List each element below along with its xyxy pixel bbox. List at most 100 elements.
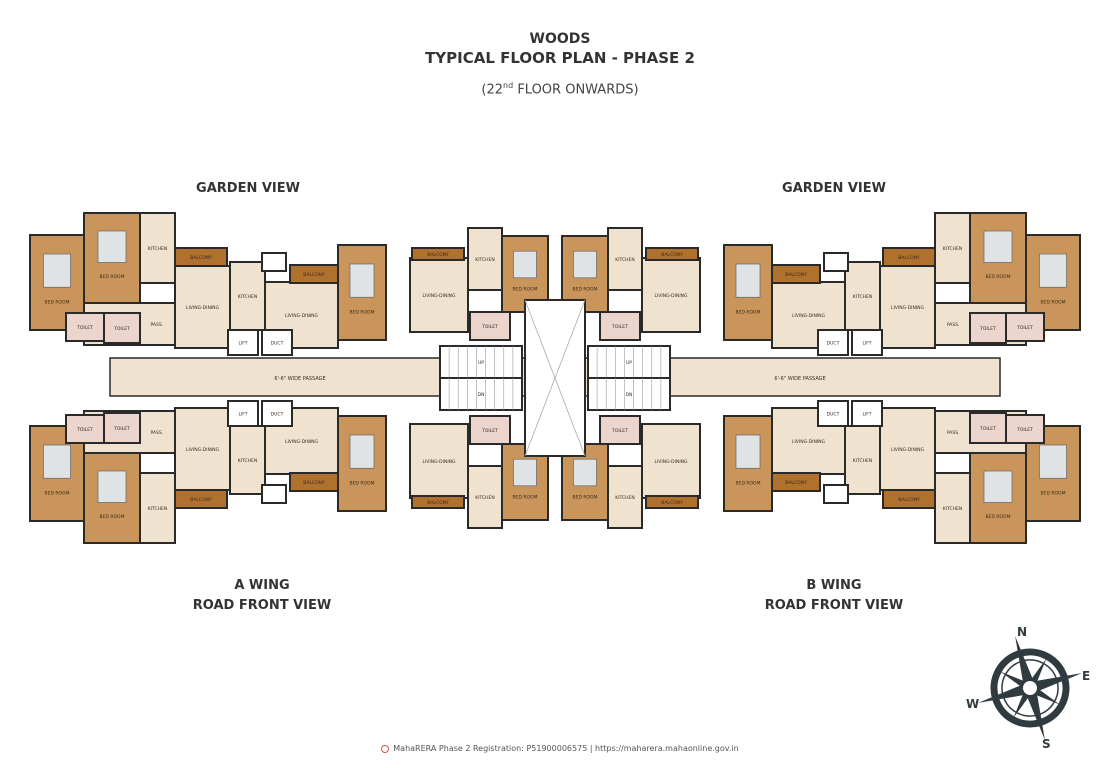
room-label: UP	[478, 360, 484, 366]
room-label: TOILET	[1016, 427, 1033, 433]
room-label: TOILET	[611, 324, 628, 330]
room-toilet	[599, 311, 641, 341]
room-kitchen	[844, 425, 881, 495]
room-label: BED ROOM	[573, 495, 598, 501]
subtitle-sup: nd	[503, 81, 514, 90]
b-wing-label: B WING ROAD FRONT VIEW	[724, 576, 944, 616]
room-balcony	[411, 247, 465, 261]
room-label: TOILET	[1016, 325, 1033, 331]
room-label: PASS.	[947, 322, 960, 328]
room-label: TOILET	[481, 428, 498, 434]
project-name: WOODS	[529, 31, 591, 47]
room-kitchen	[467, 465, 503, 529]
b-wing-road-view: ROAD FRONT VIEW	[764, 598, 904, 613]
room-duct	[823, 484, 849, 504]
room-label: BED ROOM	[573, 287, 598, 293]
room-duct	[817, 400, 849, 427]
bed-icon	[97, 230, 127, 263]
room-label: BALCONY	[427, 252, 449, 258]
garden-view-right-label: GARDEN VIEW	[782, 181, 886, 196]
passage-label-b: 6'-6" WIDE PASSAGE	[774, 376, 825, 382]
room-kitchen	[934, 212, 971, 284]
room-label: BED ROOM	[986, 514, 1011, 520]
compass-w: W	[966, 697, 979, 711]
room-label: BED ROOM	[45, 299, 70, 305]
room-label: LIVING-DINING	[422, 293, 456, 299]
room-balcony	[645, 247, 699, 261]
room-label: LIFT	[238, 341, 247, 347]
bed-icon	[983, 230, 1013, 263]
room-label: BED ROOM	[513, 495, 538, 501]
subtitle-suffix: FLOOR ONWARDS)	[513, 82, 639, 98]
room-label: KITCHEN	[148, 506, 168, 512]
room-living	[641, 423, 701, 499]
compass-e: E	[1082, 669, 1090, 683]
room-label: LIVING-DINING	[285, 313, 319, 319]
room-label: BED ROOM	[986, 274, 1011, 280]
room-toilet	[969, 312, 1007, 344]
room-label: LIVING-DINING	[285, 439, 319, 445]
bed-icon	[97, 470, 127, 503]
room-toilet	[103, 312, 141, 344]
room-lift	[227, 329, 259, 356]
room-label: BALCONY	[303, 480, 325, 486]
room-living	[641, 257, 701, 333]
bed-icon	[735, 263, 761, 298]
room-label: TOILET	[611, 428, 628, 434]
bed-icon	[1039, 253, 1067, 288]
b-wing-name: B WING	[806, 578, 862, 593]
room-kitchen	[607, 227, 643, 291]
room-duct	[261, 400, 293, 427]
room-label: BED ROOM	[350, 309, 375, 315]
room-label: KITCHEN	[853, 294, 873, 300]
room-label: BED ROOM	[45, 490, 70, 496]
room-label: BALCONY	[898, 497, 920, 503]
compass-s: S	[1042, 737, 1051, 751]
room-label: DUCT	[827, 341, 840, 347]
room-kitchen	[229, 425, 266, 495]
room-toilet	[103, 412, 141, 444]
room-label: BED ROOM	[350, 480, 375, 486]
room-label: KITCHEN	[238, 294, 258, 300]
room-lift	[227, 400, 259, 427]
room-label: KITCHEN	[475, 495, 495, 501]
room-duct	[261, 329, 293, 356]
garden-view-left-label: GARDEN VIEW	[196, 181, 300, 196]
room-kitchen	[607, 465, 643, 529]
room-label: BALCONY	[661, 500, 683, 506]
room-label: KITCHEN	[943, 506, 963, 512]
room-label: KITCHEN	[615, 257, 635, 263]
room-label: DN	[478, 392, 485, 398]
room-label: UP	[626, 360, 632, 366]
room-duct	[261, 484, 287, 504]
room-balcony	[645, 495, 699, 509]
room-label: TOILET	[76, 427, 93, 433]
room-label: LIVING-DINING	[186, 447, 220, 453]
room-label: BED ROOM	[100, 274, 125, 280]
room-label: LIVING-DINING	[792, 439, 826, 445]
room-bed	[337, 244, 387, 341]
room-living	[409, 423, 469, 499]
bed-icon	[43, 253, 71, 288]
room-label: DUCT	[271, 412, 284, 418]
room-label: PASS.	[150, 322, 163, 328]
room-toilet	[599, 415, 641, 445]
room-label: BALCONY	[190, 497, 212, 503]
room-label: LIVING-DINING	[654, 293, 688, 299]
room-toilet	[469, 415, 511, 445]
room-label: KITCHEN	[853, 458, 873, 464]
room-label: BED ROOM	[1041, 490, 1066, 496]
room-label: KITCHEN	[238, 458, 258, 464]
subtitle-prefix: (22	[481, 82, 504, 98]
bed-icon	[349, 263, 375, 298]
room-label: KITCHEN	[475, 257, 495, 263]
room-label: TOILET	[979, 426, 996, 432]
room-living	[879, 265, 936, 349]
room-label: BED ROOM	[100, 514, 125, 520]
floor-plan-rooms	[29, 212, 1081, 544]
room-labels: BED ROOM BED ROOM KITCHEN BALCONY LIVING-DIN…	[45, 246, 1066, 520]
footer-text: MahaRERA Phase 2 Registration: P51900006…	[393, 744, 739, 753]
room-label: BALCONY	[785, 480, 807, 486]
plan-title: TYPICAL FLOOR PLAN - PHASE 2	[425, 49, 695, 67]
